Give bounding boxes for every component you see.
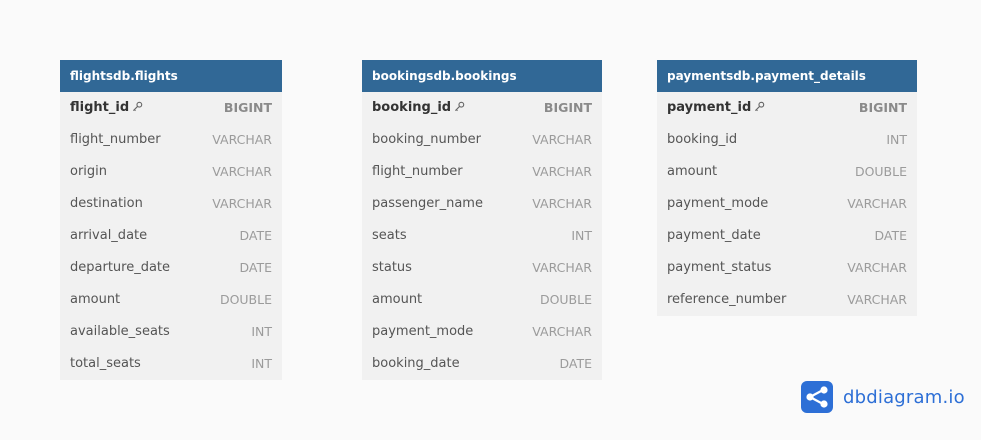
share-nodes-icon <box>801 381 833 413</box>
field-name: status <box>372 260 412 275</box>
field-row[interactable]: booking_id BIGINT <box>362 92 602 124</box>
field-name: amount <box>667 164 718 179</box>
field-name: flight_number <box>372 164 463 179</box>
field-type: VARCHAR <box>847 292 907 307</box>
field-type: VARCHAR <box>847 196 907 211</box>
field-name: amount <box>70 292 121 307</box>
field-type: INT <box>571 228 592 243</box>
table-header[interactable]: flightsdb.flights <box>60 60 282 92</box>
field-name: payment_id <box>667 100 752 115</box>
table-bookings[interactable]: bookingsdb.bookings booking_id BIGINT bo… <box>362 60 602 380</box>
field-row[interactable]: flight_number VARCHAR <box>60 124 282 156</box>
field-type: VARCHAR <box>532 260 592 275</box>
field-row[interactable]: departure_date DATE <box>60 252 282 284</box>
field-type: VARCHAR <box>532 164 592 179</box>
field-row[interactable]: amount DOUBLE <box>657 156 917 188</box>
field-type: DATE <box>559 356 592 371</box>
field-row[interactable]: total_seats INT <box>60 348 282 380</box>
field-name: total_seats <box>70 356 141 371</box>
key-icon <box>133 101 143 112</box>
field-row[interactable]: passenger_name VARCHAR <box>362 188 602 220</box>
field-name: booking_id <box>667 132 738 147</box>
field-row[interactable]: amount DOUBLE <box>362 284 602 316</box>
field-type: INT <box>251 356 272 371</box>
field-row[interactable]: booking_date DATE <box>362 348 602 380</box>
field-type: BIGINT <box>223 100 272 115</box>
field-type: DOUBLE <box>854 164 907 179</box>
field-type: INT <box>886 132 907 147</box>
field-row[interactable]: available_seats INT <box>60 316 282 348</box>
field-type: VARCHAR <box>212 196 272 211</box>
field-row[interactable]: seats INT <box>362 220 602 252</box>
field-row[interactable]: amount DOUBLE <box>60 284 282 316</box>
field-type: VARCHAR <box>532 132 592 147</box>
key-icon <box>455 101 465 112</box>
field-name: payment_mode <box>667 196 769 211</box>
field-type: VARCHAR <box>532 324 592 339</box>
field-name: booking_date <box>372 356 460 371</box>
table-header[interactable]: bookingsdb.bookings <box>362 60 602 92</box>
field-row[interactable]: booking_number VARCHAR <box>362 124 602 156</box>
table-payment-details[interactable]: paymentsdb.payment_details payment_id BI… <box>657 60 917 316</box>
field-type: INT <box>251 324 272 339</box>
field-row[interactable]: reference_number VARCHAR <box>657 284 917 316</box>
table-header[interactable]: paymentsdb.payment_details <box>657 60 917 92</box>
field-name: booking_number <box>372 132 482 147</box>
field-name: origin <box>70 164 108 179</box>
field-name: reference_number <box>667 292 787 307</box>
field-name: flight_id <box>70 100 130 115</box>
field-type: VARCHAR <box>847 260 907 275</box>
field-name: payment_mode <box>372 324 474 339</box>
field-row[interactable]: status VARCHAR <box>362 252 602 284</box>
key-icon <box>755 101 765 112</box>
field-type: DOUBLE <box>219 292 272 307</box>
field-name: passenger_name <box>372 196 483 211</box>
field-type: VARCHAR <box>212 164 272 179</box>
field-name-wrap: flight_id <box>70 92 143 124</box>
field-type: VARCHAR <box>212 132 272 147</box>
field-name: payment_status <box>667 260 772 275</box>
field-type: DATE <box>239 260 272 275</box>
field-name: payment_date <box>667 228 761 243</box>
field-name: destination <box>70 196 143 211</box>
field-row[interactable]: flight_number VARCHAR <box>362 156 602 188</box>
field-name: arrival_date <box>70 228 148 243</box>
field-type: BIGINT <box>543 100 592 115</box>
field-row[interactable]: payment_status VARCHAR <box>657 252 917 284</box>
field-row[interactable]: payment_mode VARCHAR <box>657 188 917 220</box>
field-type: VARCHAR <box>532 196 592 211</box>
field-row[interactable]: destination VARCHAR <box>60 188 282 220</box>
field-row[interactable]: payment_id BIGINT <box>657 92 917 124</box>
field-name: departure_date <box>70 260 171 275</box>
field-row[interactable]: arrival_date DATE <box>60 220 282 252</box>
field-name: amount <box>372 292 423 307</box>
field-name: seats <box>372 228 407 243</box>
field-type: BIGINT <box>858 100 907 115</box>
field-type: DATE <box>874 228 907 243</box>
field-type: DOUBLE <box>539 292 592 307</box>
table-flights[interactable]: flightsdb.flights flight_id BIGINT fligh… <box>60 60 282 380</box>
field-name-wrap: payment_id <box>667 92 765 124</box>
field-type: DATE <box>239 228 272 243</box>
field-row[interactable]: payment_mode VARCHAR <box>362 316 602 348</box>
field-row[interactable]: flight_id BIGINT <box>60 92 282 124</box>
field-row[interactable]: payment_date DATE <box>657 220 917 252</box>
field-row[interactable]: booking_id INT <box>657 124 917 156</box>
brand-logo[interactable]: dbdiagram.io <box>801 381 965 413</box>
brand-text: dbdiagram.io <box>843 386 965 408</box>
field-name: flight_number <box>70 132 161 147</box>
field-row[interactable]: origin VARCHAR <box>60 156 282 188</box>
field-name: booking_id <box>372 100 452 115</box>
field-name-wrap: booking_id <box>372 92 465 124</box>
field-name: available_seats <box>70 324 170 339</box>
